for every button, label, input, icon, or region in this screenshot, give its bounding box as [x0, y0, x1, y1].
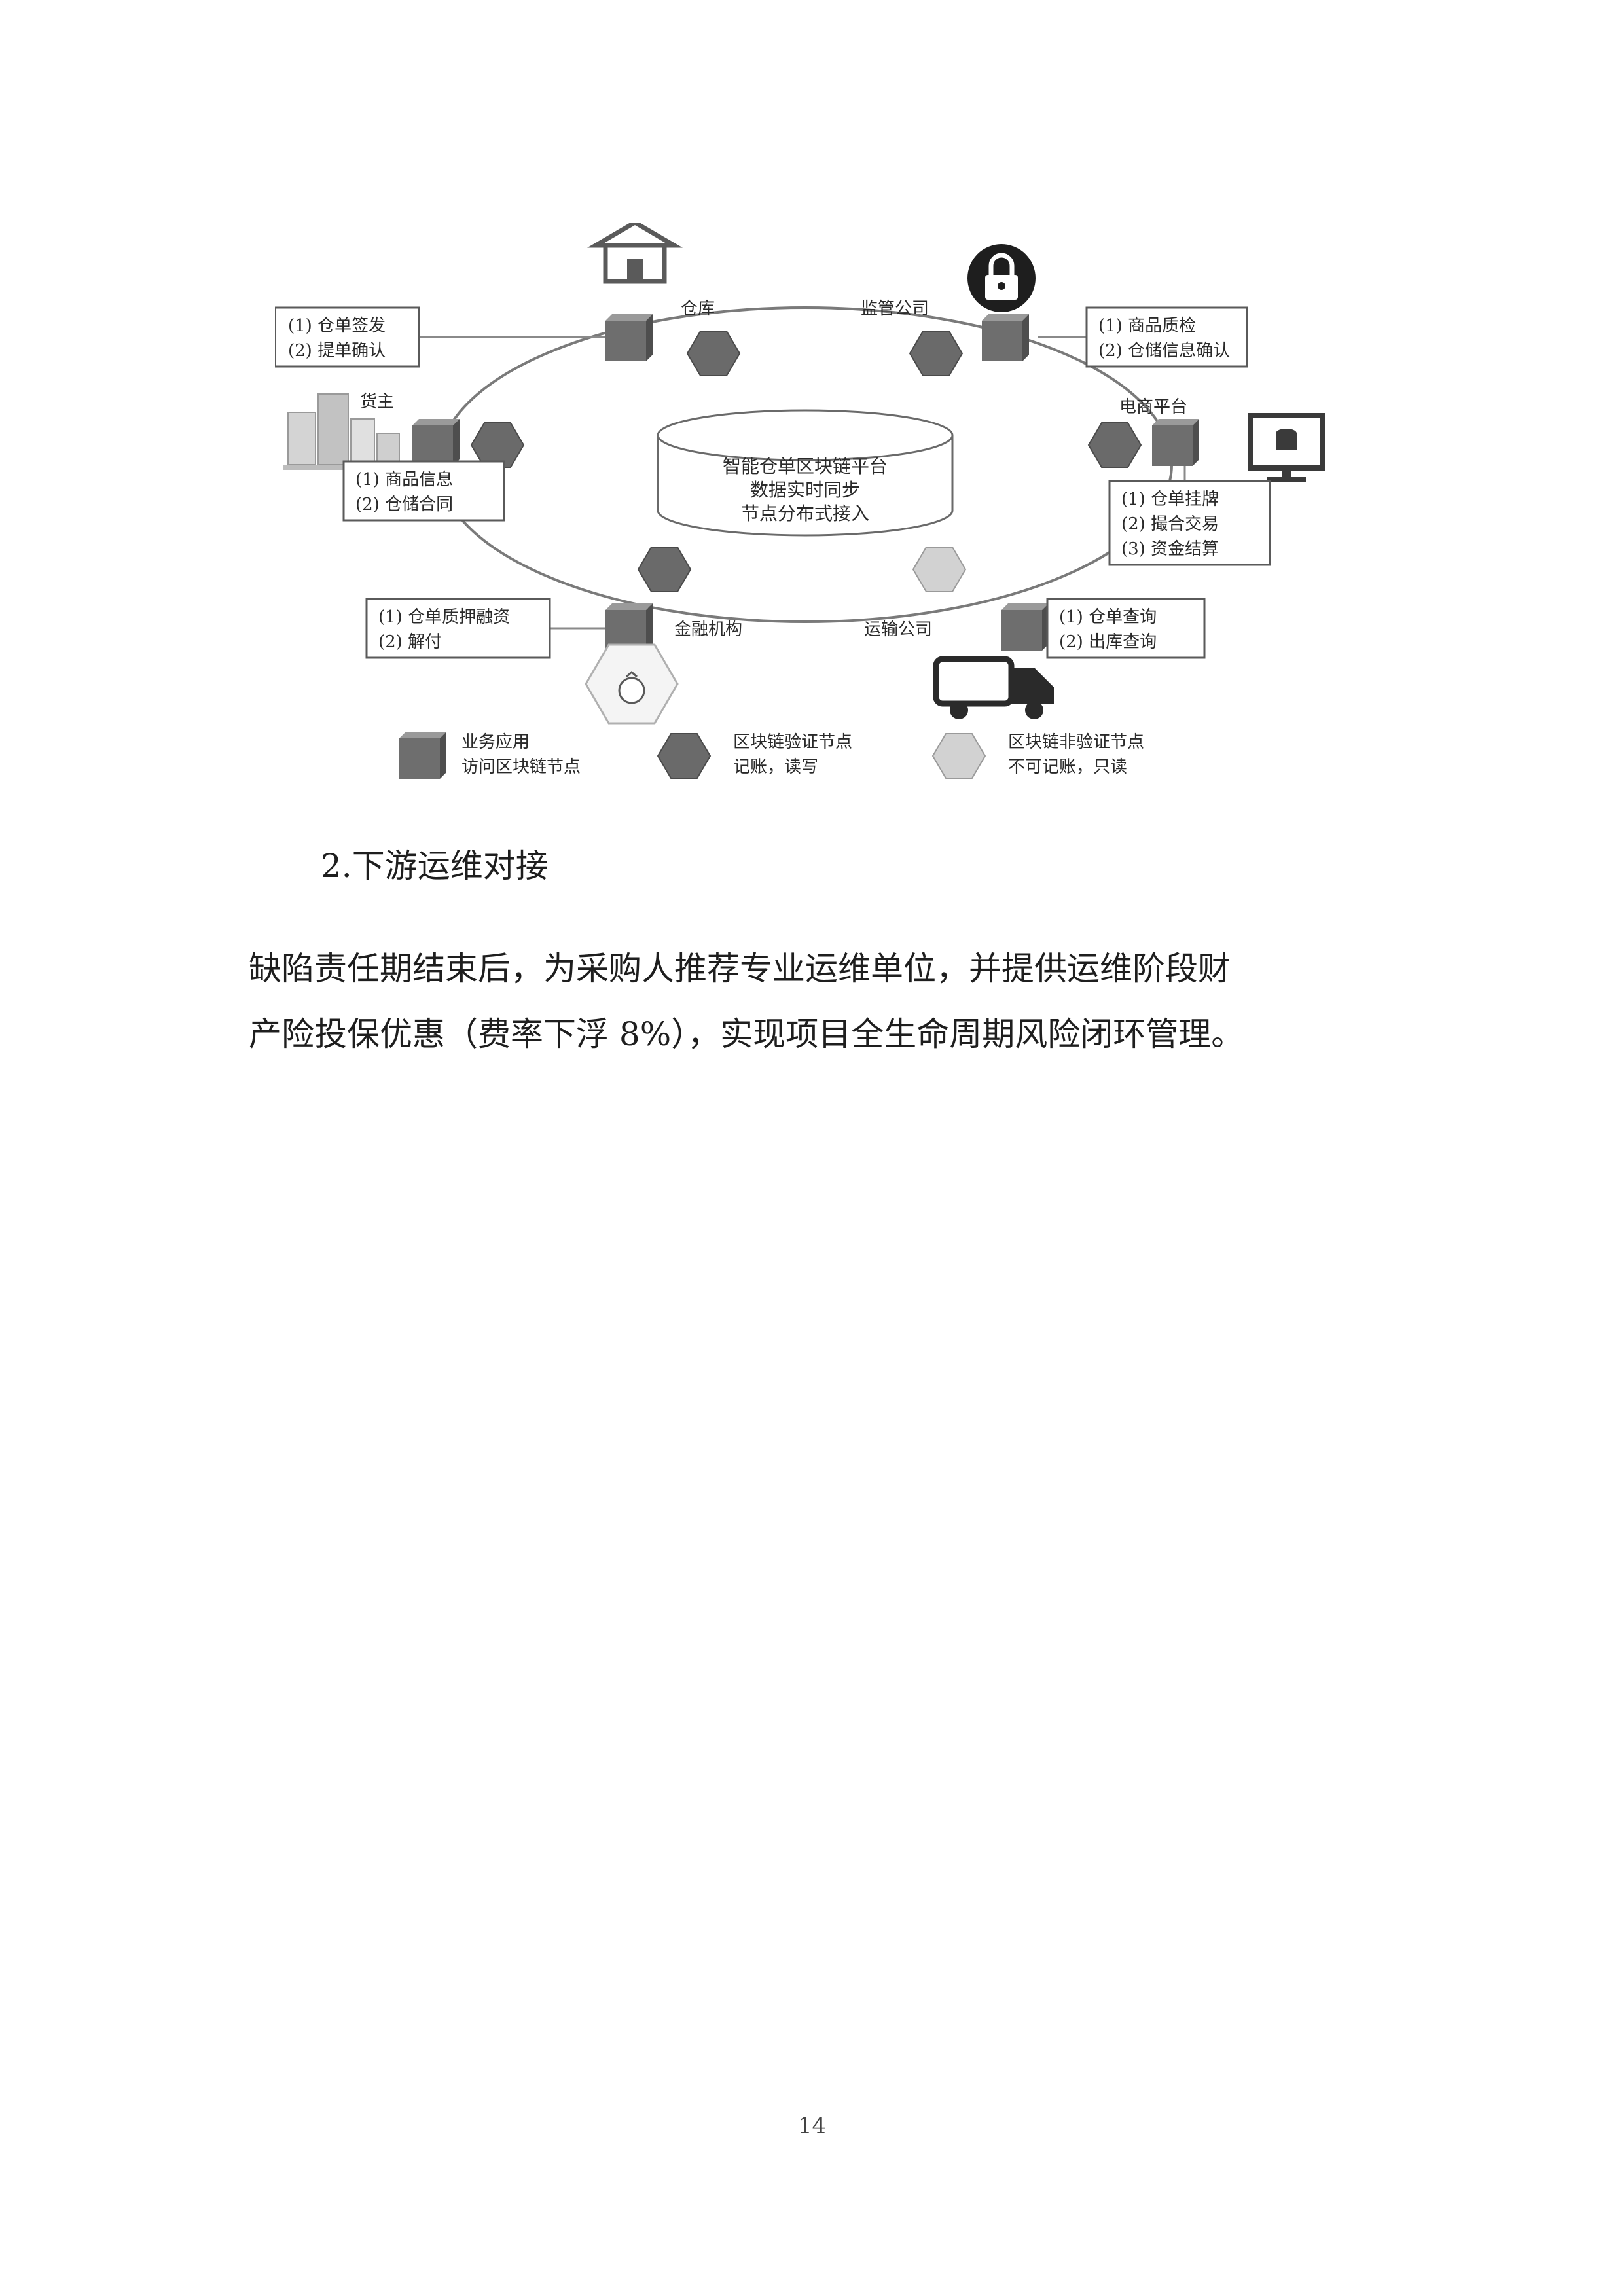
node-supervisor: 监管公司 (1) 商品质检 (2) 仓储信息确认 — [861, 244, 1248, 368]
house-icon — [587, 223, 683, 284]
node-ecommerce-item-3: (3) 资金结算 — [1121, 539, 1219, 559]
legend-app-line-1: 业务应用 — [461, 732, 530, 752]
legend-nonverify-line-2: 不可记账，只读 — [1008, 757, 1127, 777]
node-finance: (1) 仓单质押融资 (2) 解付 金融机构 — [365, 598, 742, 725]
app-cube — [605, 603, 653, 651]
node-finance-name: 金融机构 — [674, 620, 742, 639]
paragraph-line-1: 缺陷责任期结束后，为采购人推荐专业运维单位，并提供运维阶段财 — [249, 950, 1231, 988]
body-paragraph: 缺陷责任期结束后，为采购人推荐专业运维单位，并提供运维阶段财 产险投保优惠（费率… — [249, 936, 1401, 1067]
node-finance-item-1: (1) 仓单质押融资 — [378, 607, 510, 627]
page-number: 14 — [797, 2113, 827, 2139]
verify-node-hexagon — [909, 331, 963, 376]
node-warehouse-item-1: (1) 仓单签发 — [288, 316, 386, 336]
legend-cube-icon — [399, 732, 446, 779]
legend-nonverify-line-1: 区块链非验证节点 — [1008, 732, 1144, 752]
legend-verify-line-1: 区块链验证节点 — [733, 732, 852, 752]
blockchain-platform-diagram: 智能仓单区块链平台 数据实时同步 节点分布式接入 仓库 (1) 仓单签发 (2)… — [275, 223, 1325, 779]
legend-verify-line-2: 记账，读写 — [733, 757, 818, 777]
node-ecommerce-name: 电商平台 — [1119, 397, 1187, 417]
center-line-2: 数据实时同步 — [750, 479, 860, 501]
center-line-3: 节点分布式接入 — [741, 503, 869, 524]
lock-icon — [967, 244, 1036, 312]
node-supervisor-item-2: (2) 仓储信息确认 — [1098, 341, 1230, 361]
node-owner-item-2: (2) 仓储合同 — [355, 495, 453, 514]
central-platform: 智能仓单区块链平台 数据实时同步 节点分布式接入 — [657, 409, 954, 537]
verify-node-hexagon — [638, 547, 691, 592]
app-cube — [1152, 419, 1199, 466]
monitor-icon — [1248, 413, 1325, 482]
app-cube — [1001, 603, 1049, 651]
node-transport-item-2: (2) 出库查询 — [1059, 632, 1157, 652]
node-transport-item-1: (1) 仓单查询 — [1059, 607, 1157, 627]
truck-icon — [933, 656, 1054, 719]
money-bag-icon — [585, 643, 679, 725]
node-warehouse: 仓库 (1) 仓单签发 (2) 提单确认 — [275, 223, 715, 368]
node-supervisor-item-1: (1) 商品质检 — [1098, 316, 1196, 336]
node-warehouse-name: 仓库 — [681, 299, 715, 319]
center-line-1: 智能仓单区块链平台 — [723, 456, 888, 477]
app-cube — [982, 314, 1029, 361]
node-owner-item-1: (1) 商品信息 — [355, 470, 453, 490]
legend-app-line-2: 访问区块链节点 — [461, 757, 581, 777]
node-owner-name: 货主 — [360, 392, 394, 412]
nonverify-node-hexagon — [912, 547, 966, 592]
app-cube — [605, 314, 653, 361]
paragraph-line-2: 产险投保优惠（费率下浮 8%），实现项目全生命周期风险闭环管理。 — [249, 1015, 1244, 1053]
node-finance-item-2: (2) 解付 — [378, 632, 442, 652]
legend-nonverify-hex-icon — [932, 733, 986, 779]
node-transport: 运输公司 (1) 仓单查询 (2) 出库查询 — [864, 598, 1206, 719]
node-ecommerce-item-1: (1) 仓单挂牌 — [1121, 490, 1219, 509]
diagram-legend: 业务应用 访问区块链节点 区块链验证节点 记账，读写 区块链非验证节点 不可记账… — [399, 732, 1144, 779]
node-owner: 货主 (1) 商品信息 (2) 仓储合同 — [283, 392, 505, 522]
node-ecommerce-item-2: (2) 撮合交易 — [1121, 514, 1219, 534]
legend-verify-hex-icon — [657, 733, 711, 779]
app-cube — [412, 419, 460, 466]
verify-node-hexagon — [1088, 422, 1142, 468]
node-transport-name: 运输公司 — [864, 620, 932, 639]
verify-node-hexagon — [687, 331, 740, 376]
node-supervisor-name: 监管公司 — [861, 299, 929, 319]
node-ecommerce: 电商平台 (1) 仓单挂牌 (2) 撮合交易 (3) 资金结算 — [1108, 397, 1325, 566]
node-warehouse-item-2: (2) 提单确认 — [288, 341, 386, 361]
section-heading: 2.下游运维对接 — [321, 847, 549, 885]
